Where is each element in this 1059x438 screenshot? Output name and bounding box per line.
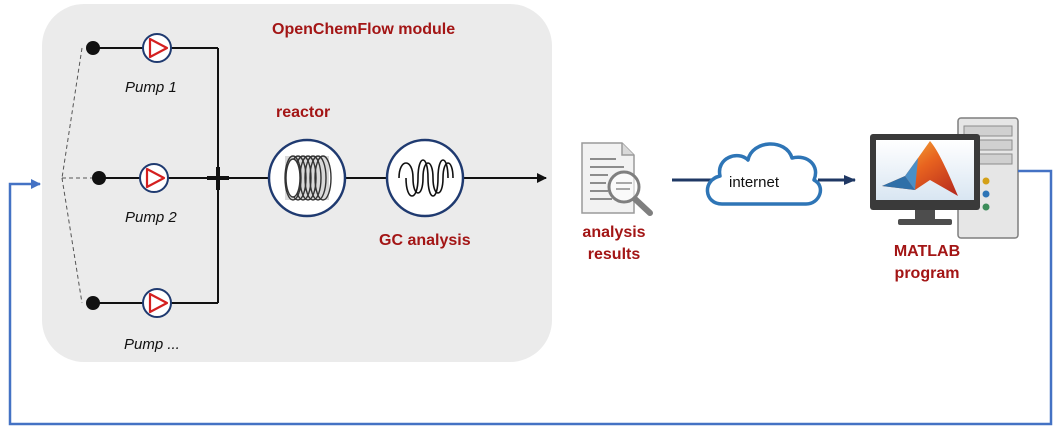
gc-coil-icon <box>385 138 465 218</box>
matlab-computer-icon <box>870 117 1019 239</box>
reactor-coil-icon <box>267 138 347 218</box>
module-title: OpenChemFlow module <box>272 21 456 38</box>
pump-1-label: Pump 1 <box>125 79 177 96</box>
internet-label: internet <box>729 174 780 191</box>
pump-2-label: Pump 2 <box>125 209 177 226</box>
gc-analysis-label: GC analysis <box>379 232 471 249</box>
pump-icon <box>142 288 172 318</box>
matlab-label-line2: program <box>894 265 960 282</box>
pump-icon <box>139 163 169 193</box>
inlet-dot-3 <box>86 296 100 310</box>
reactor-label: reactor <box>276 104 331 121</box>
inlet-dot-2 <box>92 171 106 185</box>
pump-icon <box>142 33 172 63</box>
cloud-icon <box>705 142 823 206</box>
inlet-dashed-lines <box>61 47 92 304</box>
mixer-cross-icon <box>207 167 229 190</box>
pump-n-label: Pump ... <box>124 336 180 353</box>
document-search-icon <box>581 142 653 216</box>
results-label-line2: results <box>587 246 641 263</box>
matlab-label-line1: MATLAB <box>893 243 961 260</box>
results-label-line1: analysis <box>582 224 646 241</box>
inlet-dot-1 <box>86 41 100 55</box>
feedback-loop-line <box>8 169 1053 426</box>
